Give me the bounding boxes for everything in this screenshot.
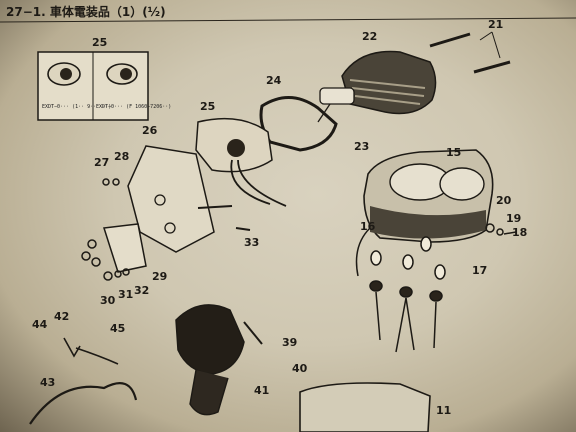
callout-19: 19 <box>506 212 521 225</box>
callout-30: 30 <box>100 294 116 307</box>
inset-text-2: EXDT−0··· (F 1060−7206··) <box>96 104 171 110</box>
callout-24: 24 <box>266 74 282 87</box>
meter-assembly-15 <box>363 149 494 243</box>
callout-21: 21 <box>488 18 503 31</box>
callout-31: 31 <box>118 288 133 301</box>
callout-40: 40 <box>292 362 308 375</box>
callout-25: 25 <box>200 100 215 113</box>
callout-28: 28 <box>114 150 129 163</box>
headlight-housing-22 <box>317 50 437 123</box>
meter-base-plate-25 <box>195 117 287 207</box>
callout-25-top: 25 <box>92 36 107 49</box>
callout-labels: 25 22 21 24 25 26 23 15 27 28 20 19 18 1… <box>32 18 527 417</box>
callout-43: 43 <box>40 376 55 389</box>
bracket-26 <box>127 145 233 253</box>
callout-23: 23 <box>354 140 369 153</box>
callout-45: 45 <box>110 322 125 335</box>
callout-26: 26 <box>142 124 158 137</box>
screws-21 <box>429 31 511 74</box>
callout-15: 15 <box>446 146 461 159</box>
callout-32: 32 <box>134 284 149 297</box>
callout-44: 44 <box>32 318 48 331</box>
callout-22: 22 <box>362 30 377 43</box>
callout-20: 20 <box>496 194 512 207</box>
callout-42: 42 <box>54 310 69 323</box>
callout-29: 29 <box>152 270 167 283</box>
bulb-sockets-16-17 <box>355 227 446 353</box>
plate-29 <box>103 223 147 273</box>
switch-45 <box>29 337 138 425</box>
callout-33: 33 <box>244 236 259 249</box>
inset-text-1: EXDT−0··· (1·· 9·· ···) <box>42 104 111 110</box>
callout-18: 18 <box>512 226 527 239</box>
gasket-24 <box>259 96 338 152</box>
callout-41: 41 <box>254 384 269 397</box>
callout-17: 17 <box>472 264 487 277</box>
housing-11 <box>299 382 431 432</box>
horn-41 <box>175 304 263 416</box>
page-header: 27−1. 車体電装品（1）(½) <box>6 4 166 19</box>
screw-33 <box>235 227 251 231</box>
callout-16: 16 <box>360 220 376 233</box>
inset-box: EXDT−0··· (1·· 9·· ···) EXDT−0··· (F 106… <box>37 51 171 121</box>
callout-11: 11 <box>436 404 451 417</box>
callout-27: 27 <box>94 156 109 169</box>
washers-nuts <box>81 178 130 281</box>
small-parts-18-20 <box>485 223 517 236</box>
header-rule <box>0 17 576 23</box>
callout-39: 39 <box>282 336 297 349</box>
